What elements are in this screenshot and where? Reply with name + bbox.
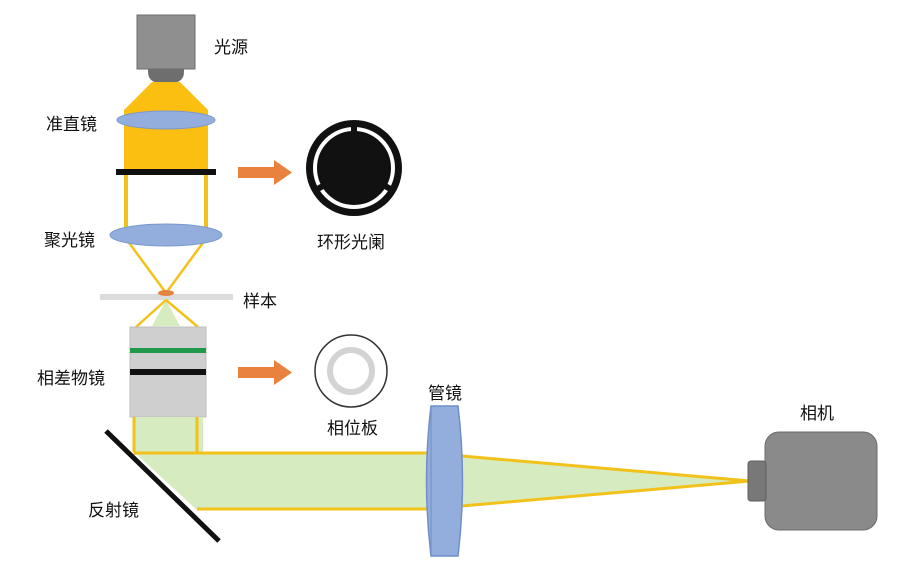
- label-phase-plate: 相位板: [327, 419, 378, 439]
- sample-dot: [158, 290, 174, 296]
- label-light-source: 光源: [214, 38, 248, 58]
- focusing-beam: [461, 454, 751, 508]
- label-annular-aperture: 环形光阑: [317, 233, 385, 253]
- mirror: [104, 429, 221, 543]
- label-tube-lens: 管镜: [428, 384, 462, 404]
- collimator-lens: [116, 110, 216, 130]
- phase-plate-icon: [314, 334, 388, 408]
- arrow-to-phase-plate: [238, 360, 292, 385]
- phase-objective: [129, 326, 207, 418]
- label-collimator: 准直镜: [46, 115, 97, 135]
- sample-slide: [100, 294, 233, 300]
- objective-entry-rays: [135, 299, 199, 328]
- label-phase-objective: 相差物镜: [37, 369, 105, 389]
- annular-aperture-plate: [116, 169, 216, 175]
- converging-beam: [125, 239, 207, 294]
- hollow-beam-edges: [124, 175, 208, 228]
- scattered-light: [152, 300, 180, 326]
- illumination-cone: [124, 82, 208, 110]
- light-source: [136, 14, 196, 84]
- annular-aperture-icon: [306, 120, 402, 216]
- label-mirror: 反射镜: [88, 501, 139, 521]
- condenser-lens: [109, 223, 223, 247]
- camera: [747, 431, 878, 531]
- label-condenser: 聚光镜: [44, 231, 95, 251]
- horizontal-beam: [134, 451, 427, 511]
- label-camera: 相机: [800, 404, 834, 424]
- tube-lens: [425, 405, 464, 557]
- arrow-to-annular-aperture: [238, 160, 292, 185]
- label-sample: 样本: [243, 292, 277, 312]
